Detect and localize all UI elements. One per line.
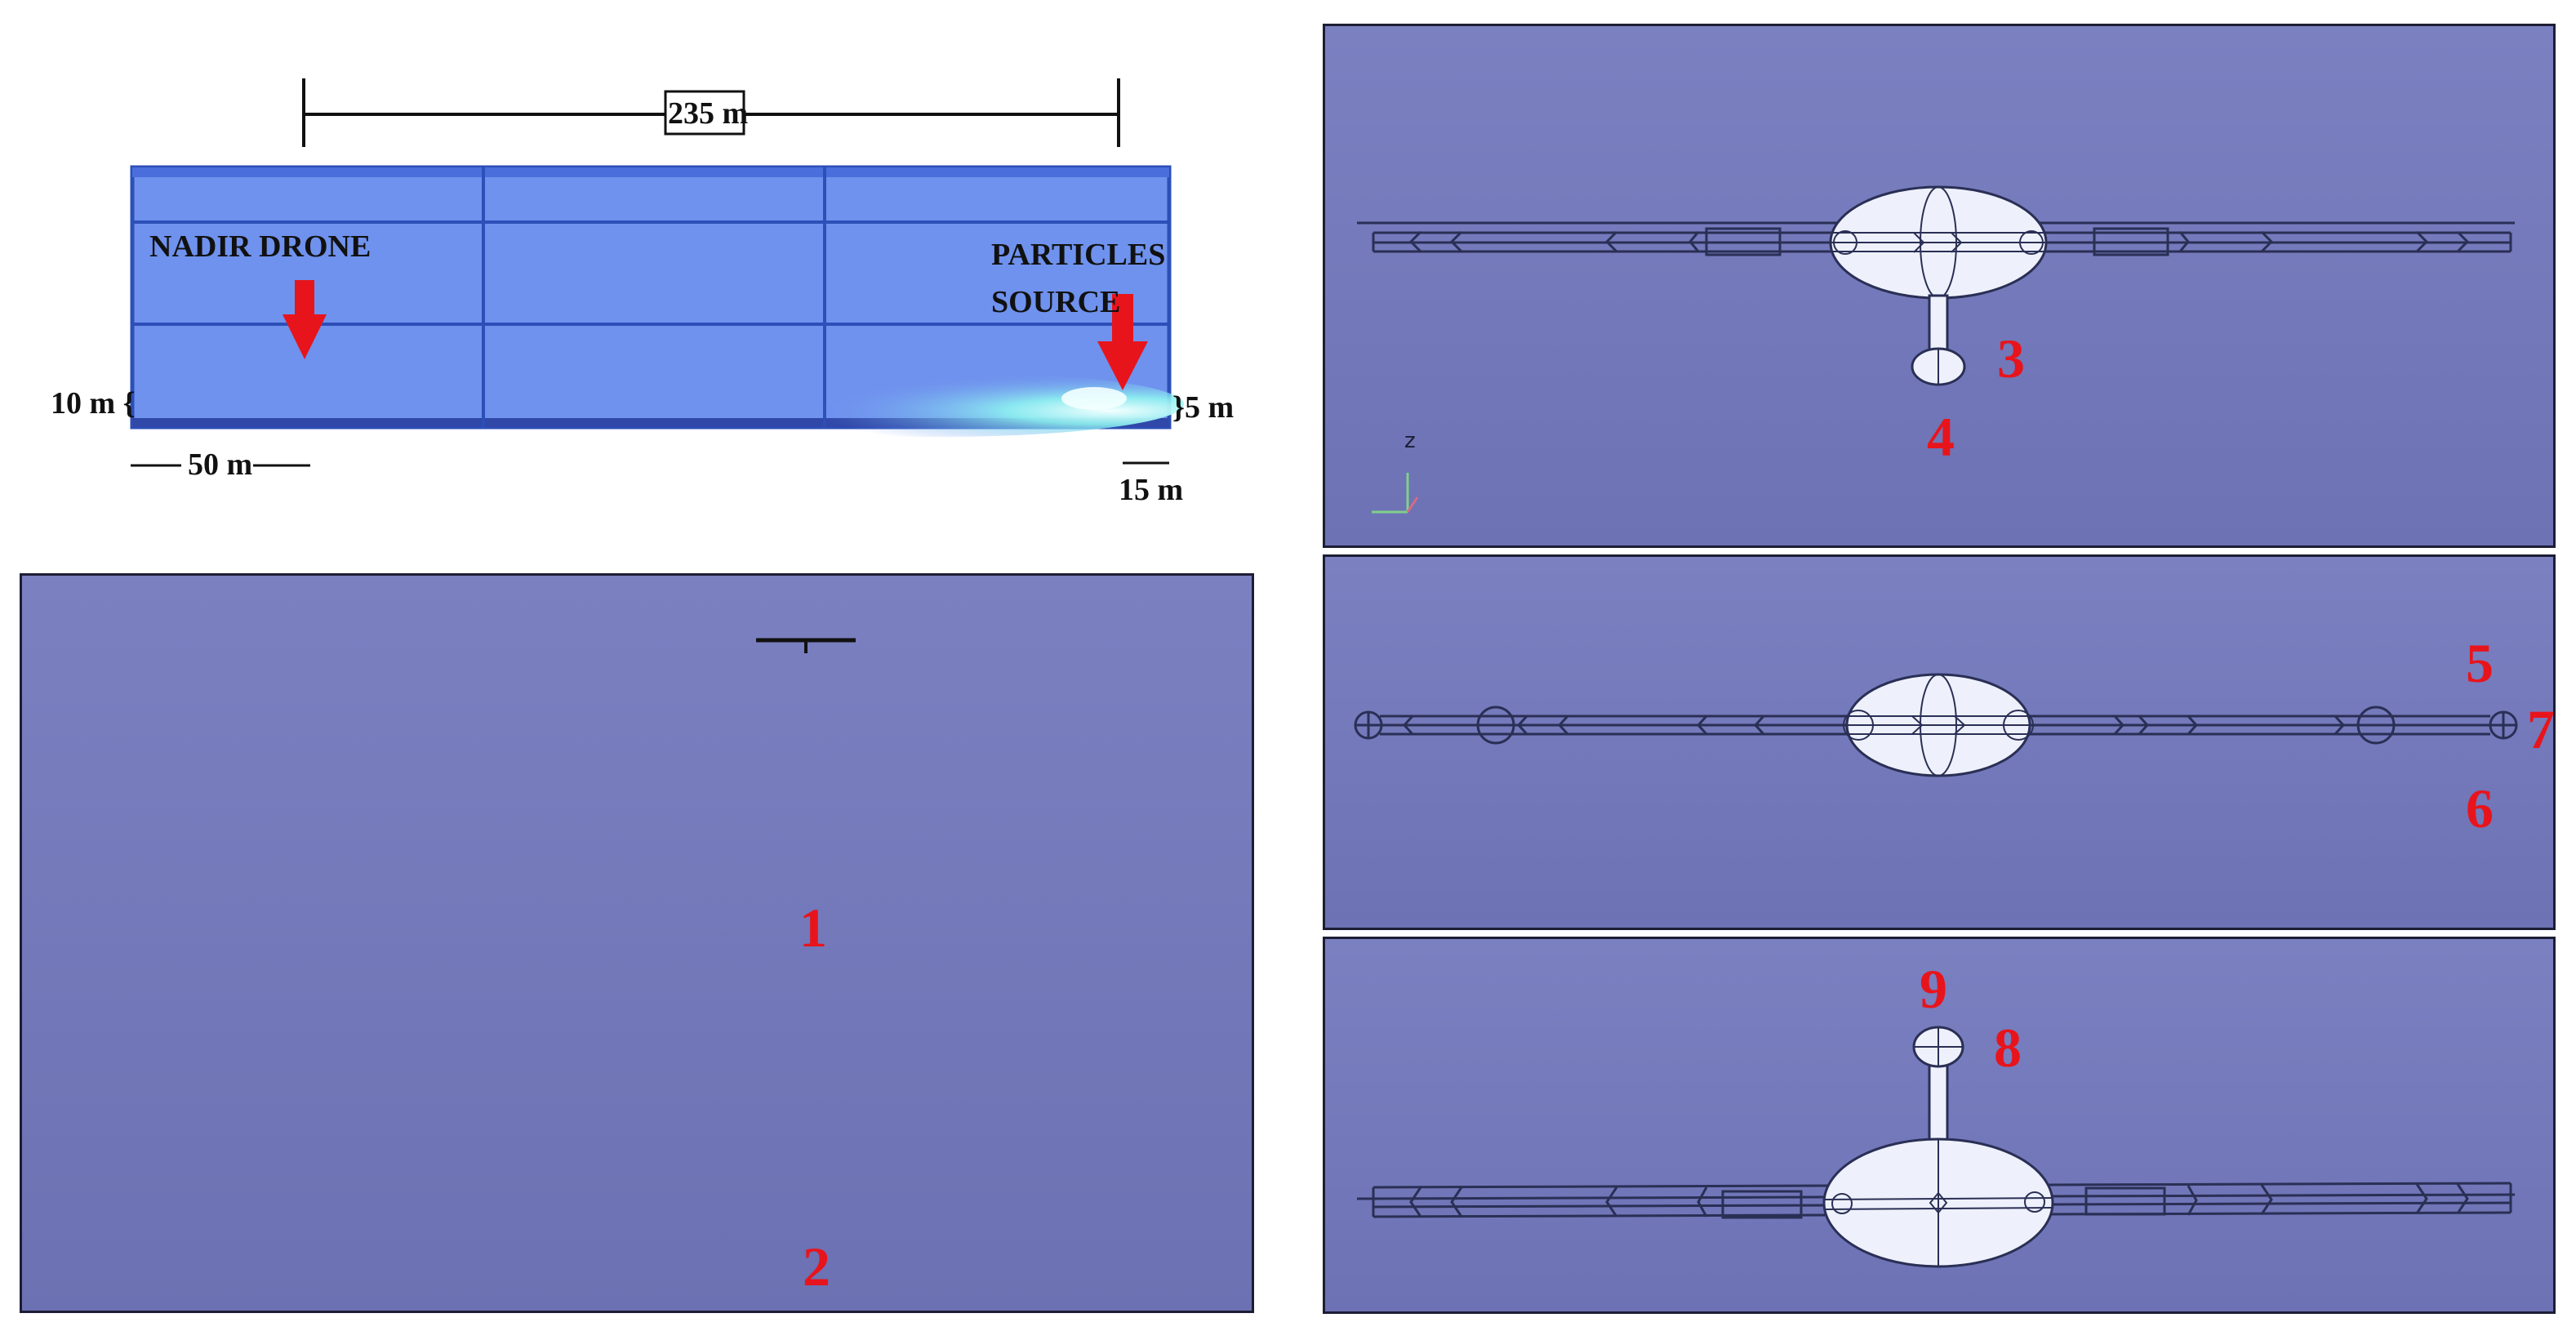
drone-rear-wireframe	[1356, 1026, 2516, 1268]
schematic-drawing	[130, 78, 1184, 467]
source-label-line2: SOURCE	[991, 285, 1121, 319]
left-height-label: 10 m {	[51, 386, 136, 421]
tunnel-top-edge	[132, 167, 1169, 177]
far-view-panel: 1 2	[20, 573, 1254, 1313]
label-4: 4	[1927, 406, 1955, 468]
source-arrow	[1097, 294, 1148, 390]
label-7: 7	[2527, 698, 2555, 760]
drone-arrow	[283, 280, 327, 359]
label-5: 5	[2466, 632, 2494, 694]
rear-view-panel: 9 8	[1323, 937, 2556, 1314]
particle-plume-core	[1061, 387, 1127, 410]
length-label: 235 m	[668, 96, 749, 131]
source-offset-label: 15 m	[1119, 473, 1184, 507]
drone-silhouette	[756, 638, 856, 653]
top-view-panel: 5 7 6	[1323, 554, 2556, 930]
right-height-label: }5 m	[1172, 390, 1235, 425]
label-9: 9	[1920, 958, 1947, 1020]
front-view-panel: z 3 4	[1323, 24, 2556, 548]
source-label-line1: PARTICLES	[991, 238, 1166, 272]
drone-front-wireframe	[1357, 185, 2515, 514]
label-1: 1	[799, 897, 827, 959]
label-2: 2	[803, 1235, 830, 1298]
label-3: 3	[1997, 327, 2025, 390]
axis-z-label: z	[1404, 429, 1416, 453]
label-6: 6	[2466, 777, 2494, 839]
drone-top-wireframe	[1354, 673, 2518, 777]
drone-offset-label: 50 m	[188, 447, 253, 482]
label-8: 8	[1994, 1017, 2022, 1079]
tunnel-floor	[132, 418, 1169, 427]
particle-plume	[694, 372, 1184, 437]
length-label-box	[664, 90, 745, 136]
axis-triad	[1372, 473, 1419, 514]
drone-label: NADIR DRONE	[149, 229, 371, 264]
tunnel-schematic: 235 m 10 m { }5 m 50 m 15 m NADIR DRONE …	[0, 0, 1274, 555]
